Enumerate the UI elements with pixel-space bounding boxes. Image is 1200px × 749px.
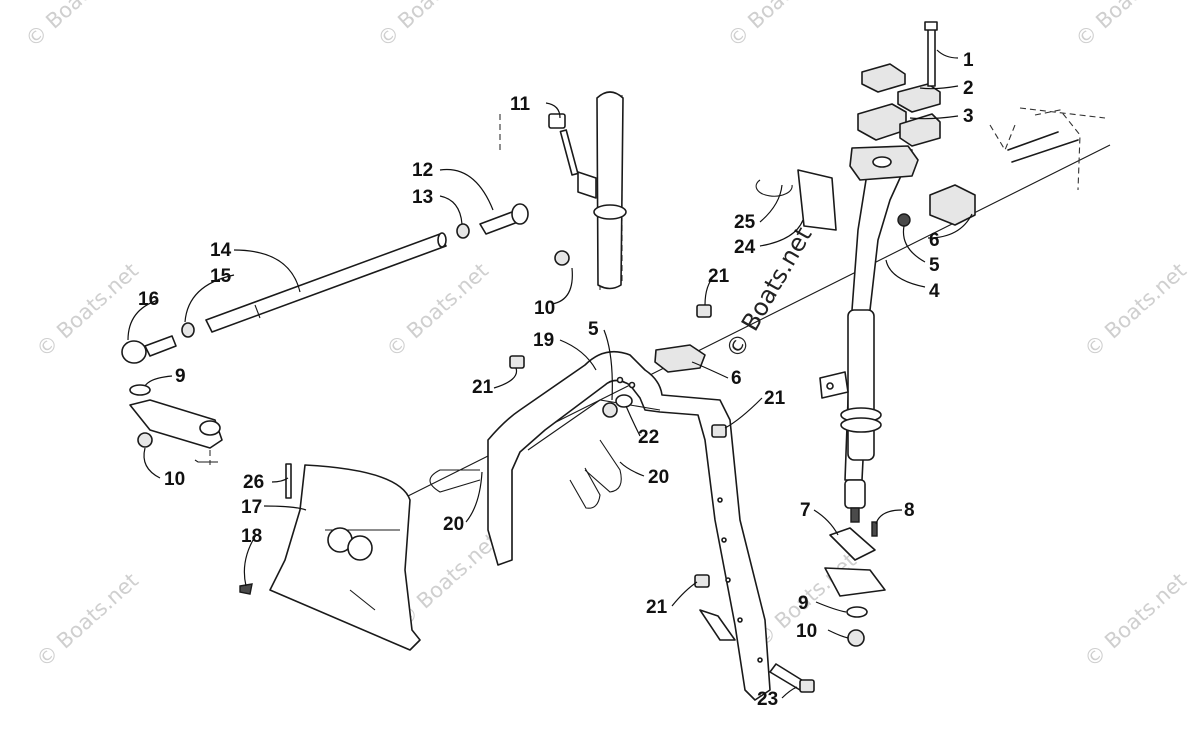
steering-post [819, 145, 919, 523]
callout-1: 1 [963, 50, 974, 71]
callout-11: 11 [510, 94, 531, 115]
callout-3: 3 [963, 106, 974, 127]
callout-21-left: 21 [472, 377, 494, 398]
handlebar-clamp-middle [654, 344, 706, 373]
callout-13: 13 [412, 187, 433, 208]
callout-10-lower: 10 [796, 621, 817, 642]
watermark: © Boats.net [32, 568, 143, 672]
callout-7: 7 [800, 500, 811, 521]
callout-5-right: 5 [929, 255, 940, 276]
callout-17: 17 [241, 497, 262, 518]
tie-rod-assembly [121, 113, 579, 449]
callout-10-left: 10 [164, 469, 185, 490]
callout-16: 16 [138, 289, 159, 310]
callout-20-right: 20 [648, 467, 669, 488]
callout-21-top: 21 [708, 266, 730, 287]
callout-9-lower: 9 [798, 593, 809, 614]
callout-9-left: 9 [175, 366, 186, 387]
frame-hardware [509, 304, 736, 641]
callout-22: 22 [638, 427, 659, 448]
callout-26: 26 [243, 472, 264, 493]
callout-21-bottom: 21 [646, 597, 668, 618]
frame-tube-ghost [577, 91, 627, 290]
u-bolt-clamps [429, 439, 622, 509]
watermark: © Boats.net [373, 0, 484, 52]
callout-6-middle: 6 [731, 368, 742, 389]
leader-lines [127, 49, 973, 699]
callout-21-right: 21 [764, 388, 786, 409]
front-frame [487, 350, 771, 701]
gasket-and-ring [755, 169, 837, 231]
callout-10-upper: 10 [534, 298, 555, 319]
callout-12: 12 [412, 160, 433, 181]
callout-labels: 1 2 3 4 5 5 6 6 7 8 9 9 10 10 10 11 12 1… [138, 50, 974, 710]
callout-24: 24 [734, 237, 756, 258]
watermark: © Boats.net [382, 258, 493, 362]
steering-clamp [857, 21, 941, 147]
callout-18: 18 [241, 526, 262, 547]
callout-15: 15 [210, 266, 232, 287]
callout-6-right: 6 [929, 230, 940, 251]
callout-19: 19 [533, 330, 554, 351]
callout-4: 4 [929, 281, 940, 302]
watermark: © Boats.net [1080, 568, 1191, 672]
watermark: © Boats.net [1080, 258, 1191, 362]
watermark: © Boats.net [723, 0, 834, 52]
handlebar-clamp-right [897, 131, 1079, 227]
watermark: © Boats.net [21, 0, 132, 52]
callout-5-middle: 5 [588, 319, 599, 340]
front-cover-panel [239, 463, 421, 651]
callout-2: 2 [963, 78, 974, 99]
watermark: © Boats.net [1071, 0, 1182, 52]
callout-14: 14 [210, 240, 232, 261]
callout-25: 25 [734, 212, 756, 233]
steering-post-mount [769, 521, 886, 693]
callout-20-left: 20 [443, 514, 464, 535]
callout-23: 23 [757, 689, 778, 710]
callout-8: 8 [904, 500, 915, 521]
